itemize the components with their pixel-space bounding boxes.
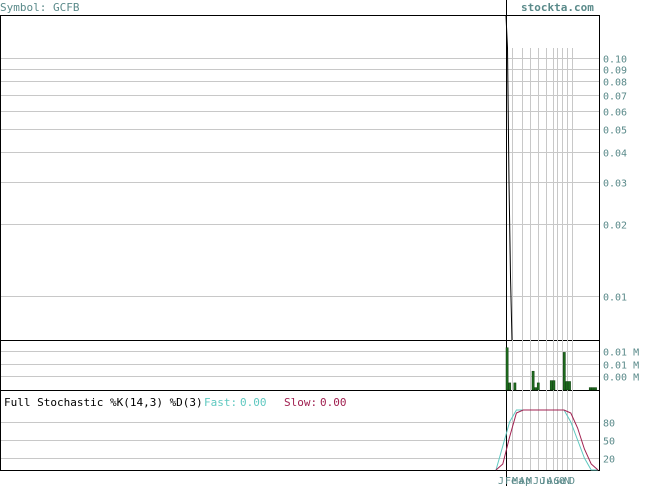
volume-bars	[505, 347, 597, 391]
volume-bar	[505, 347, 509, 391]
price-tick-label: 0.02	[603, 221, 627, 232]
x-axis-label: Fe	[505, 476, 517, 486]
volume-bar	[508, 382, 512, 391]
slow-line	[495, 409, 599, 471]
time-gridlines	[506, 0, 573, 486]
price-series	[505, 15, 513, 341]
price-tick-label: 0.10	[603, 55, 627, 66]
slow-legend-value: 0.00	[320, 396, 347, 409]
price-tick-label: 0.09	[603, 66, 627, 77]
symbol-label: Symbol:	[0, 1, 47, 14]
slow-legend-label: Slow:	[284, 396, 317, 409]
volume-axis-ticks: 0.01 M0.01 M0.00 M	[603, 348, 639, 384]
x-axis-label: Se	[554, 476, 566, 486]
fast-legend-value: 0.00	[240, 396, 267, 409]
stochastic-grid	[1, 422, 599, 459]
price-axis-ticks: 0.100.090.08 0.07 0.06 0.05 0.04 0.03 0.02 0.01	[603, 55, 627, 304]
volume-bar	[594, 387, 597, 391]
stochastic-series	[495, 409, 599, 471]
volume-bar	[549, 380, 553, 391]
price-tick-label: 0.06	[603, 108, 627, 119]
price-tick-label: 0.04	[603, 149, 627, 160]
x-axis-label: Ju	[533, 476, 545, 486]
price-grid	[1, 58, 599, 297]
x-axis-label: Ju	[540, 476, 552, 486]
stochastic-tick-label: 50	[603, 437, 615, 448]
volume-bar	[534, 387, 538, 391]
stochastic-title: Full Stochastic %K(14,3) %D(3)	[4, 396, 203, 409]
stochastic-tick-label: 20	[603, 455, 615, 466]
symbol-value: GCFB	[52, 1, 80, 14]
volume-bar	[562, 352, 566, 391]
site-name[interactable]: stockta.com	[521, 1, 594, 14]
x-axis-label: D	[569, 476, 575, 486]
volume-bar	[565, 381, 569, 391]
price-tick-label: 0.03	[603, 179, 627, 190]
volume-bar	[568, 381, 571, 391]
price-tick-label: 0.05	[603, 126, 627, 137]
volume-bar	[513, 382, 517, 391]
fast-legend-label: Fast:	[204, 396, 237, 409]
volume-tick-label: 0.00 M	[603, 373, 639, 384]
volume-tick-label: 0.01 M	[603, 361, 639, 372]
price-line	[505, 15, 513, 341]
stochastic-axis-ticks: 80 50 20	[603, 419, 615, 466]
price-tick-label: 0.01	[603, 293, 627, 304]
x-axis-label: M	[526, 476, 532, 486]
volume-grid	[1, 351, 599, 377]
volume-tick-label: 0.01 M	[603, 348, 639, 359]
symbol-header: Symbol: GCFB	[0, 1, 79, 14]
price-tick-label: 0.08	[603, 78, 627, 89]
x-axis-label: O	[559, 476, 565, 486]
volume-bar	[588, 387, 592, 391]
x-axis-label: Ma	[512, 476, 524, 486]
volume-bar	[591, 387, 595, 391]
price-panel	[0, 15, 600, 341]
stochastic-tick-label: 80	[603, 419, 615, 430]
volume-bar	[536, 382, 540, 391]
price-tick-label: 0.07	[603, 92, 627, 103]
volume-bar	[552, 380, 556, 391]
stochastic-panel	[0, 390, 600, 471]
x-axis-label: Au	[547, 476, 559, 486]
x-axis-label: Ap	[519, 476, 531, 486]
x-axis-label: J	[498, 476, 504, 486]
x-axis-label: N	[564, 476, 570, 486]
volume-bar	[531, 370, 535, 391]
